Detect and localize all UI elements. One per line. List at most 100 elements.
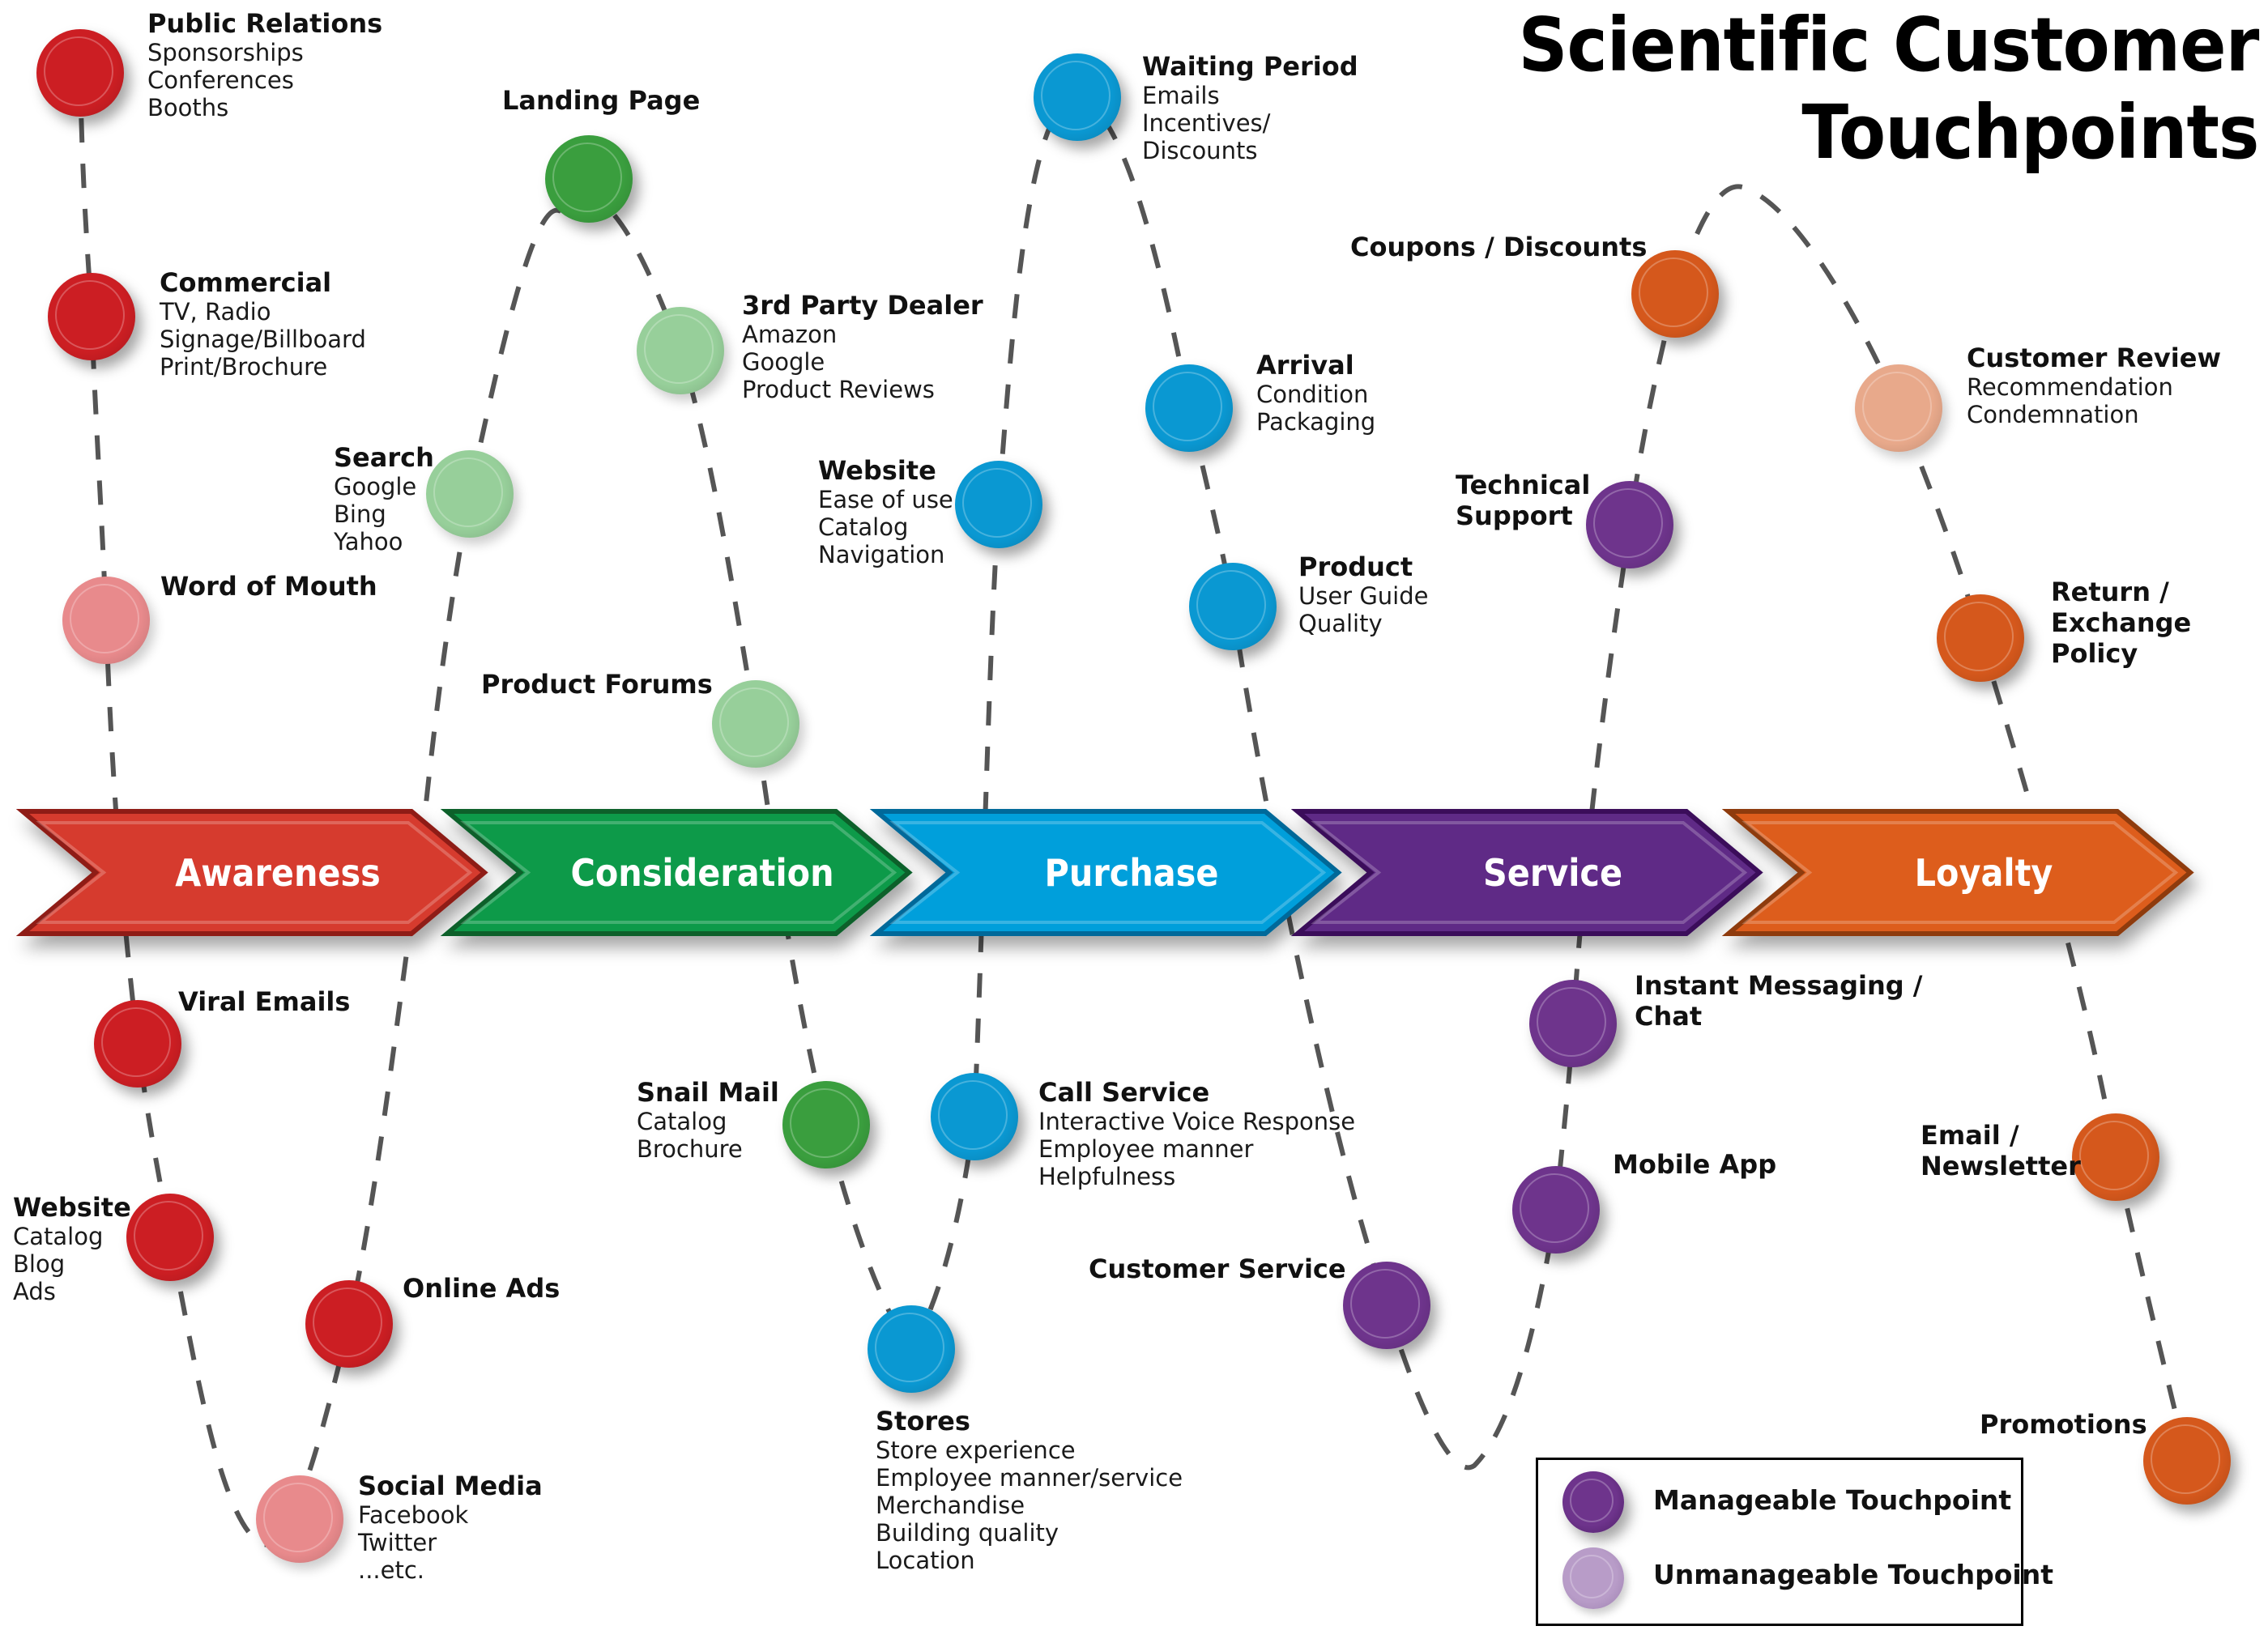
- stage-arrow-bevel: [1742, 821, 2179, 924]
- touchpoint-detail: Amazon: [742, 321, 838, 348]
- touchpoint-title: Website: [13, 1192, 131, 1223]
- stage-label-consideration: Consideration: [570, 850, 834, 895]
- touchpoint-detail: Yahoo: [334, 528, 403, 555]
- touchpoint-node-third-party-dealer: [637, 307, 724, 394]
- touchpoint-detail: Signage/Billboard: [160, 326, 366, 353]
- touchpoint-title: Commercial: [160, 267, 332, 298]
- stage-arrow-loyalty: [1721, 809, 2194, 936]
- touchpoint-detail: Building quality: [876, 1519, 1059, 1547]
- touchpoint-detail: ...etc.: [358, 1556, 425, 1584]
- title-line-1: Scientific Customer: [1518, 2, 2259, 88]
- touchpoint-node-snail-mail: [782, 1081, 870, 1168]
- touchpoint-detail: Employee manner: [1038, 1135, 1254, 1163]
- touchpoint-label-instant-messaging: Instant Messaging /Chat: [1635, 970, 1922, 1032]
- touchpoint-title: Snail Mail: [637, 1077, 779, 1108]
- touchpoint-node-viral-emails: [94, 1000, 181, 1088]
- legend-unmanageable-label: Unmanageable Touchpoint: [1653, 1559, 2054, 1590]
- stage-arrow-consideration: [440, 809, 913, 936]
- stage-arrow-purchase: [869, 809, 1342, 936]
- touchpoint-title: Technical: [1456, 470, 1591, 500]
- touchpoint-detail: Quality: [1298, 610, 1383, 637]
- touchpoint-node-social-media: [256, 1475, 343, 1563]
- touchpoint-title: Chat: [1635, 1001, 1703, 1032]
- touchpoint-node-waiting-period: [1034, 53, 1121, 141]
- stage-arrow-bevel: [889, 821, 1327, 924]
- touchpoint-label-email-newsletter: Email /Newsletter: [1921, 1120, 2081, 1181]
- touchpoint-title: Customer Service: [1089, 1254, 1346, 1284]
- touchpoint-label-product-forums: Product Forums: [481, 669, 713, 700]
- touchpoint-node-search: [426, 450, 514, 538]
- touchpoint-node-website-awareness: [126, 1194, 214, 1281]
- touchpoint-title: Policy: [2051, 638, 2138, 669]
- legend-manageable-label: Manageable Touchpoint: [1653, 1484, 2012, 1516]
- touchpoint-detail: Discounts: [1142, 137, 1258, 164]
- touchpoint-title: Promotions: [1980, 1409, 2147, 1440]
- touchpoint-label-landing-page: Landing Page: [502, 85, 700, 116]
- touchpoint-node-return-exchange: [1937, 594, 2024, 682]
- touchpoint-title: Waiting Period: [1142, 51, 1358, 82]
- touchpoint-detail: TV, Radio: [160, 298, 271, 326]
- touchpoint-node-customer-service: [1343, 1262, 1430, 1349]
- touchpoint-node-product-forums: [712, 680, 799, 768]
- touchpoint-title: Instant Messaging /: [1635, 970, 1923, 1001]
- touchpoint-detail: Incentives/: [1142, 109, 1271, 137]
- stage-label-purchase: Purchase: [1044, 850, 1219, 895]
- touchpoint-node-word-of-mouth: [62, 577, 150, 664]
- touchpoint-node-call-service: [931, 1073, 1018, 1160]
- stage-arrow-bevel: [36, 821, 473, 924]
- touchpoint-title: Search: [334, 442, 434, 473]
- touchpoint-node-commercial: [48, 273, 135, 360]
- touchpoint-detail: Print/Brochure: [160, 353, 328, 381]
- touchpoint-title: Coupons / Discounts: [1350, 232, 1648, 262]
- touchpoint-detail: Helpfulness: [1038, 1163, 1176, 1190]
- touchpoint-label-viral-emails: Viral Emails: [178, 986, 350, 1017]
- touchpoint-title: Email /: [1921, 1120, 2019, 1151]
- touchpoint-title: Viral Emails: [178, 986, 351, 1017]
- touchpoint-detail: Product Reviews: [742, 376, 935, 403]
- touchpoint-node-product: [1189, 563, 1277, 650]
- legend-manageable-swatch: [1562, 1471, 1624, 1533]
- stage-label-service: Service: [1482, 850, 1623, 895]
- touchpoint-detail: Conferences: [147, 66, 294, 94]
- touchpoint-title: Word of Mouth: [160, 571, 377, 602]
- touchpoint-title: Website: [818, 455, 936, 486]
- touchpoint-title: 3rd Party Dealer: [742, 290, 983, 321]
- touchpoint-node-coupons-discounts: [1631, 250, 1719, 338]
- touchpoint-detail: Twitter: [358, 1529, 437, 1556]
- touchpoint-detail: Catalog: [637, 1108, 727, 1135]
- touchpoint-detail: Condition: [1256, 381, 1369, 408]
- touchpoint-detail: Location: [876, 1547, 975, 1574]
- touchpoint-detail: Recommendation: [1967, 373, 2173, 401]
- touchpoint-title: Customer Review: [1967, 343, 2221, 373]
- stage-label-awareness: Awareness: [175, 850, 381, 895]
- touchpoint-detail: Sponsorships: [147, 39, 304, 66]
- touchpoint-detail: Emails: [1142, 82, 1220, 109]
- touchpoint-node-stores: [868, 1305, 955, 1393]
- touchpoint-title: Mobile App: [1613, 1149, 1777, 1180]
- touchpoint-detail: Employee manner/service: [876, 1464, 1183, 1492]
- touchpoint-detail: User Guide: [1298, 582, 1429, 610]
- stage-arrow-service: [1290, 809, 1763, 936]
- touchpoint-title: Arrival: [1256, 350, 1354, 381]
- touchpoint-label-customer-service: Customer Service: [1089, 1254, 1346, 1284]
- touchpoint-node-promotions: [2143, 1417, 2231, 1505]
- touchpoint-label-online-ads: Online Ads: [403, 1273, 560, 1304]
- stage-label-loyalty: Loyalty: [1914, 850, 2053, 895]
- touchpoint-title: Return /: [2051, 577, 2169, 607]
- touchpoint-detail: Merchandise: [876, 1492, 1025, 1519]
- touchpoint-detail: Store experience: [876, 1437, 1076, 1464]
